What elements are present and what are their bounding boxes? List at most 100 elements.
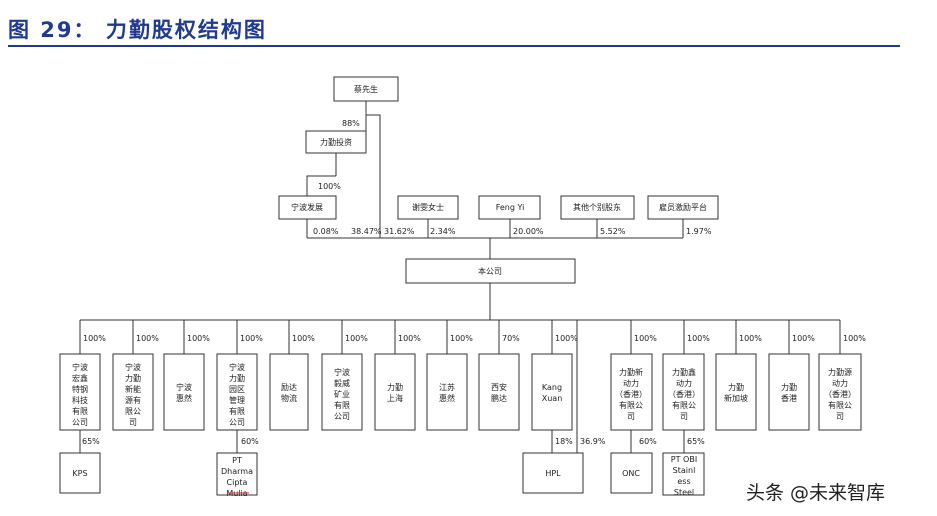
label-line: 动力 (623, 378, 639, 388)
label-line: 惠然 (439, 393, 455, 403)
pct-subsidiary-13: 100% (739, 334, 762, 343)
node-kps: KPS (59, 452, 101, 494)
pct-fazhan-company: 0.08% (313, 227, 339, 236)
label-line: 司 (627, 412, 635, 421)
node-hpl: HPL (522, 452, 584, 494)
subsidiary-4-label: 宁波力勤园区管理有限公司 (229, 362, 245, 427)
pct-subsidiary-11: 100% (634, 334, 657, 343)
label-line: 毅威 (334, 378, 350, 388)
pct-subsidiary-14: 100% (792, 334, 815, 343)
subsidiary-14-label: 力勤香港 (781, 382, 797, 403)
subsidiary-2-label: 宁波力勤新能源有限公司 (125, 362, 141, 427)
pct-subsidiary-1: 100% (83, 334, 106, 343)
label-line: 力勤新 (619, 367, 643, 377)
label-line: 新加坡 (724, 393, 748, 403)
pct-pt-dharma: 60% (241, 437, 259, 446)
subsidiary-6-label: 宁波毅威矿业有限公司 (334, 367, 350, 421)
label-line: 力勤 (387, 382, 403, 392)
pct-subsidiary-2: 100% (136, 334, 159, 343)
subsidiary-12-label: 力勤鑫动力（香港）有限公司 (668, 367, 700, 421)
subsidiary-5: 励达物流 (269, 353, 309, 431)
pct-onc: 60% (639, 437, 657, 446)
subsidiary-8-label: 江苏惠然 (439, 382, 455, 403)
pct-hpl-a: 18% (555, 437, 573, 446)
label-line: 公司 (334, 412, 350, 421)
node-liqin-invest: 力勤投资 (305, 130, 367, 154)
subsidiary-7: 力勤上海 (374, 353, 416, 431)
label-line: 园区 (229, 385, 245, 394)
label-line: 宁波 (334, 367, 350, 377)
node-cai: 蔡先生 (333, 76, 399, 102)
label-line: 力勤 (125, 373, 141, 383)
subsidiary-1-label: 宁波宏鑫特钢科技有限公司 (72, 362, 88, 427)
pct-cai-company: 38.47% (351, 227, 382, 236)
label-line: 有限 (334, 400, 350, 410)
node-xie: 谢雯女士 (397, 195, 459, 220)
label-line: 有限公 (828, 400, 852, 410)
subsidiary-15-label: 力勤源动力（香港）有限公司 (824, 367, 856, 421)
subsidiary-14: 力勤香港 (768, 353, 810, 431)
pct-subsidiary-7: 100% (398, 334, 421, 343)
label-line: 动力 (676, 378, 692, 388)
subsidiary-8: 江苏惠然 (426, 353, 468, 431)
label-line: 宁波 (72, 362, 88, 372)
subsidiary-2: 宁波力勤新能源有限公司 (112, 353, 154, 431)
label-line: （香港） (615, 389, 647, 399)
pct-other-company: 20.00% (513, 227, 544, 236)
node-company: 本公司 (405, 258, 576, 284)
label-line: 司 (680, 412, 688, 421)
label-line: 管理 (229, 395, 245, 405)
pct-subsidiary-15: 100% (843, 334, 866, 343)
node-liqin-invest-label: 力勤投资 (320, 137, 352, 147)
pct-cai-invest: 88% (342, 119, 360, 128)
label-line: 公司 (229, 418, 245, 427)
label-line: PT OBI (671, 455, 697, 464)
label-line: 矿业 (334, 389, 350, 399)
label-line: Kang (542, 383, 562, 392)
subsidiary-1: 宁波宏鑫特钢科技有限公司 (59, 353, 101, 431)
node-esop: 雇员激励平台 (647, 195, 719, 220)
title-divider (8, 45, 900, 47)
node-fengyi-label: Feng Yi (496, 203, 525, 212)
node-kps-label: KPS (72, 469, 87, 478)
subsidiary-11: 力勤新动力（香港）有限公司 (610, 353, 653, 431)
figure-title: 图 29： 力勤股权结构图 (8, 18, 267, 42)
pct-subsidiary-9: 70% (502, 334, 520, 343)
label-line: 力勤鑫 (672, 367, 696, 377)
subsidiary-15: 力勤源动力（香港）有限公司 (818, 353, 862, 431)
node-xie-label: 谢雯女士 (412, 202, 444, 212)
pct-hpl-b: 36.9% (580, 437, 606, 446)
label-line: Dharma (221, 467, 253, 476)
label-line: 动力 (832, 378, 848, 388)
label-line: 科技 (72, 395, 88, 405)
label-line: （香港） (824, 389, 856, 399)
label-line: 励达 (281, 382, 297, 392)
subsidiary-9: 西安鹏达 (478, 353, 520, 431)
label-line: Cipta (227, 478, 248, 487)
connector-invest-fazhan-h (306, 175, 336, 196)
label-line: 力勤 (781, 382, 797, 392)
label-line: Xuan (542, 394, 563, 403)
pct-subsidiary-8: 100% (450, 334, 473, 343)
node-cai-label: 蔡先生 (354, 84, 378, 94)
label-line: 有限 (229, 406, 245, 416)
label-line: 司 (129, 418, 137, 427)
label-line: 公司 (72, 418, 88, 427)
subsidiary-12: 力勤鑫动力（香港）有限公司 (662, 353, 705, 431)
label-line: （香港） (668, 389, 700, 399)
subsidiary-3-label: 宁波惠然 (176, 382, 192, 403)
subsidiary-percentages: 100% 100% 100% 100% 100% 100% 100% 100% 70% 100% 1… (83, 334, 866, 343)
label-line: 宁波 (125, 362, 141, 372)
node-other-label: 其他个别股东 (573, 202, 621, 212)
pct-subsidiary-10: 100% (555, 334, 578, 343)
label-line: 有限 (72, 406, 88, 416)
pct-subsidiary-12: 100% (687, 334, 710, 343)
node-ningbo-fazhan: 宁波发展 (278, 195, 337, 220)
node-hpl-label: HPL (545, 469, 561, 478)
subsidiary-6: 宁波毅威矿业有限公司 (321, 353, 363, 431)
pct-esop-company: 5.52% (600, 227, 626, 236)
